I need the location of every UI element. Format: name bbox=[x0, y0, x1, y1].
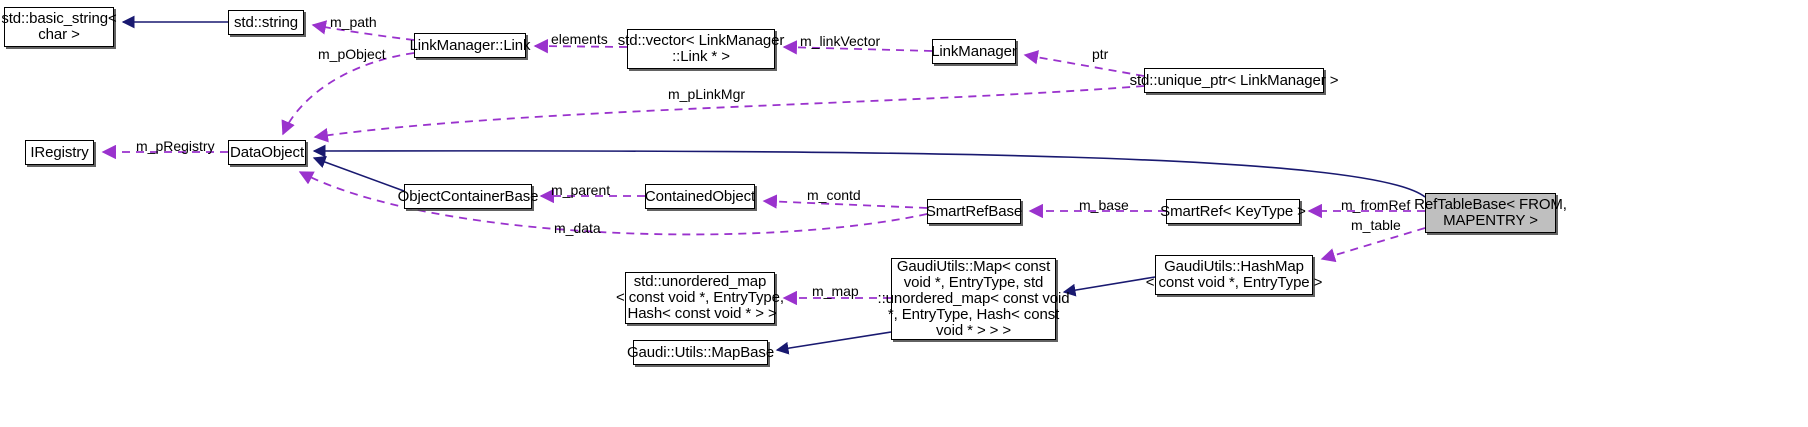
node-label: LinkManager::Link bbox=[409, 36, 531, 54]
edge-label-text: ptr bbox=[1092, 46, 1109, 62]
edge-label-text: m_fromRef bbox=[1341, 197, 1411, 213]
node-label: ObjectContainerBase bbox=[397, 187, 539, 205]
edge-label-text: m_pObject bbox=[318, 46, 386, 62]
edge-label-text: m_base bbox=[1079, 197, 1129, 213]
edge-m-pobject bbox=[281, 52, 415, 136]
node-label: IRegistry bbox=[30, 143, 89, 161]
node-label: std::basic_string< char > bbox=[1, 10, 117, 43]
edge-hashmap-inherit bbox=[1062, 276, 1156, 297]
node-smartref-keytype[interactable]: SmartRef< KeyType > bbox=[1160, 199, 1306, 224]
edge-label-text: elements bbox=[551, 31, 608, 47]
node-label: GaudiUtils::HashMap < const void *, Entr… bbox=[1145, 258, 1323, 291]
node-label: std::vector< LinkManager ::Link * > bbox=[617, 32, 785, 65]
node-label: GaudiUtils::Map< const void *, EntryType… bbox=[877, 258, 1070, 339]
edge-label-m-contd: m_contd bbox=[807, 188, 861, 203]
edge-label-text: m_path bbox=[330, 14, 377, 30]
node-label: ContainedObject bbox=[644, 187, 756, 205]
node-gaudiutils-hashmap[interactable]: GaudiUtils::HashMap < const void *, Entr… bbox=[1146, 255, 1322, 295]
node-containedobject[interactable]: ContainedObject bbox=[645, 184, 755, 209]
edge-label-ptr: ptr bbox=[1092, 47, 1108, 62]
node-label: std::unique_ptr< LinkManager > bbox=[1129, 71, 1339, 89]
edge-label-m-linkvector: m_linkVector bbox=[800, 34, 880, 49]
edge-label-text: m_map bbox=[812, 283, 859, 299]
edge-objectcontainerbase-inherit bbox=[312, 155, 405, 192]
node-smartrefbase[interactable]: SmartRefBase bbox=[925, 199, 1023, 224]
node-label: std::unordered_map < const void *, Entry… bbox=[616, 273, 784, 322]
edge-label-m-pregistry: m_pRegistry bbox=[136, 139, 215, 154]
edge-label-m-table: m_table bbox=[1351, 218, 1401, 233]
node-dataobject[interactable]: DataObject bbox=[228, 140, 306, 165]
node-std-vector-linkmanager-link[interactable]: std::vector< LinkManager ::Link * > bbox=[618, 29, 784, 69]
edge-label-text: m_data bbox=[554, 220, 601, 236]
edge-label-elements: elements bbox=[551, 32, 608, 47]
edge-label-text: m_pLinkMgr bbox=[668, 86, 746, 102]
edge-label-m-path: m_path bbox=[330, 15, 377, 30]
node-reftablebase[interactable]: RefTableBase< FROM, MAPENTRY > bbox=[1414, 193, 1567, 233]
node-label: SmartRefBase bbox=[925, 202, 1023, 220]
edge-label-text: m_parent bbox=[551, 182, 611, 198]
node-label: Gaudi::Utils::MapBase bbox=[626, 343, 775, 361]
edge-label-m-pobject: m_pObject bbox=[318, 47, 386, 62]
edge-label-text: m_table bbox=[1351, 217, 1401, 233]
node-std-basic-string[interactable]: std::basic_string< char > bbox=[1, 7, 117, 47]
edge-m-data bbox=[298, 171, 928, 236]
edge-label-m-base: m_base bbox=[1079, 198, 1129, 213]
node-objectcontainerbase[interactable]: ObjectContainerBase bbox=[398, 184, 538, 209]
node-std-string[interactable]: std::string bbox=[228, 10, 304, 35]
node-std-unordered-map[interactable]: std::unordered_map < const void *, Entry… bbox=[616, 272, 784, 324]
node-label: RefTableBase< FROM, MAPENTRY > bbox=[1414, 196, 1567, 229]
edge-ptr bbox=[1023, 50, 1145, 77]
node-linkmanager-link[interactable]: LinkManager::Link bbox=[410, 33, 531, 58]
edge-label-text: m_contd bbox=[807, 187, 861, 203]
edge-label-m-plinkmgr: m_pLinkMgr bbox=[668, 87, 745, 102]
node-gaudiutils-map[interactable]: GaudiUtils::Map< const void *, EntryType… bbox=[878, 258, 1070, 340]
node-label: LinkManager bbox=[931, 42, 1017, 60]
edge-label-m-data: m_data bbox=[554, 221, 601, 236]
edge-mapbase-inherit bbox=[775, 331, 892, 355]
edge-label-m-map: m_map bbox=[812, 284, 859, 299]
edge-label-text: m_pRegistry bbox=[136, 138, 215, 154]
node-label: DataObject bbox=[229, 143, 305, 161]
edge-label-m-parent: m_parent bbox=[551, 183, 610, 198]
node-std-unique-ptr-linkmanager[interactable]: std::unique_ptr< LinkManager > bbox=[1130, 68, 1339, 93]
node-iregistry[interactable]: IRegistry bbox=[25, 140, 94, 165]
node-linkmanager[interactable]: LinkManager bbox=[931, 39, 1017, 64]
edge-label-text: m_linkVector bbox=[800, 33, 881, 49]
node-gaudi-utils-mapbase[interactable]: Gaudi::Utils::MapBase bbox=[627, 340, 774, 365]
node-label: SmartRef< KeyType > bbox=[1160, 202, 1306, 220]
edge-label-m-fromref: m_fromRef bbox=[1341, 198, 1410, 213]
node-label: std::string bbox=[234, 13, 298, 31]
